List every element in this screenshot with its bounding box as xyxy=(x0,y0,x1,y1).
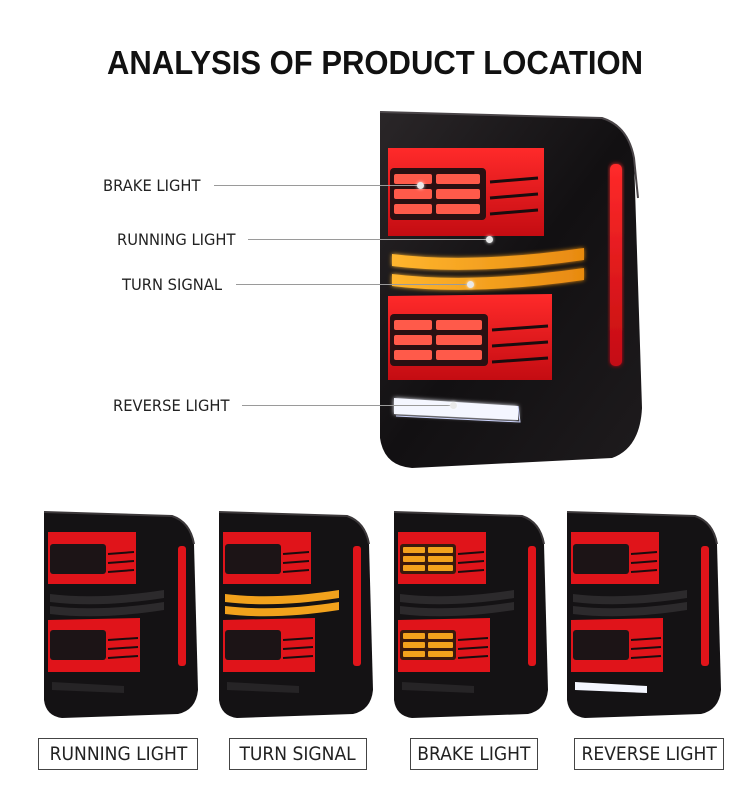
turn-signal-lamp-image xyxy=(218,511,373,718)
main-tail-lamp-image xyxy=(379,111,642,468)
callout-reverse-light: REVERSE LIGHT xyxy=(113,396,230,415)
reverse-light-lamp-image xyxy=(566,511,721,718)
running-light-lamp-image xyxy=(43,511,198,718)
callout-brake-light: BRAKE LIGHT xyxy=(103,176,201,195)
callout-turn-signal: TURN SIGNAL xyxy=(122,275,223,294)
page-title: ANALYSIS OF PRODUCT LOCATION xyxy=(107,44,643,81)
brake-light-lamp-image xyxy=(393,511,548,718)
callout-running-light: RUNNING LIGHT xyxy=(117,230,236,249)
reverse-light-label: REVERSE LIGHT xyxy=(574,738,724,770)
brake-light-label: BRAKE LIGHT xyxy=(410,738,538,770)
turn-signal-label: TURN SIGNAL xyxy=(229,738,367,770)
running-light-label: RUNNING LIGHT xyxy=(38,738,198,770)
